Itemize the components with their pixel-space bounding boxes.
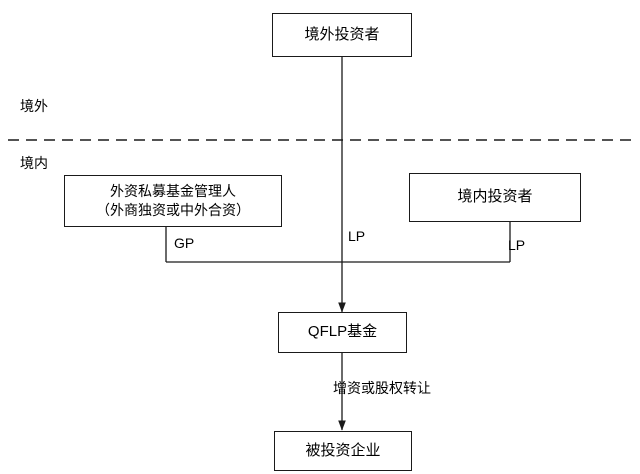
node-offshore-investor-label: 境外投资者	[304, 25, 380, 43]
edge-label-lp-center: LP	[348, 228, 366, 244]
zone-label-offshore: 境外	[20, 98, 48, 114]
node-qflp-fund-label: QFLP基金	[307, 323, 378, 341]
node-domestic-investor: 境内投资者	[409, 173, 581, 222]
node-offshore-investor: 境外投资者	[272, 13, 412, 57]
zone-label-onshore: 境内	[20, 155, 48, 171]
node-qflp-fund: QFLP基金	[278, 312, 407, 353]
edge-label-lp-right: LP	[508, 237, 526, 253]
node-foreign-fund-manager: 外资私募基金管理人 （外商独资或中外合资）	[64, 175, 282, 227]
node-foreign-fund-manager-label: 外资私募基金管理人 （外商独资或中外合资）	[96, 183, 250, 218]
node-invested-company: 被投资企业	[274, 431, 412, 471]
node-domestic-investor-label: 境内投资者	[457, 188, 533, 206]
edge-label-capital-increase: 增资或股权转让	[333, 380, 431, 396]
node-invested-company-label: 被投资企业	[305, 441, 381, 459]
edge-label-gp: GP	[174, 235, 195, 251]
